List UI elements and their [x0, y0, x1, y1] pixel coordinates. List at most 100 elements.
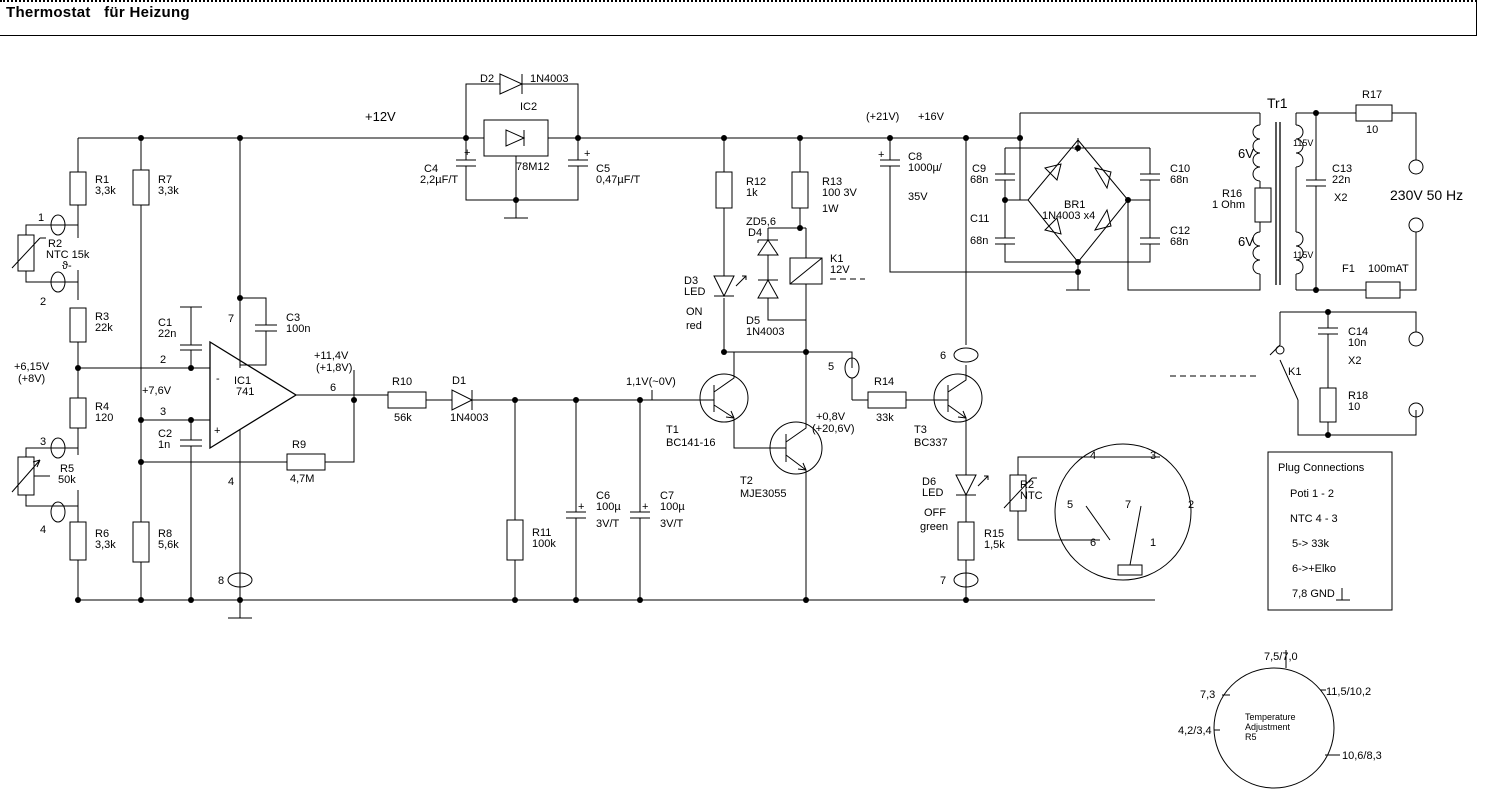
regulator-ic2 [483, 119, 549, 157]
label-r1: R1 [95, 174, 109, 186]
temperature-dial [1213, 667, 1335, 789]
label-t1: T1 [666, 424, 679, 436]
transistor-t1-leads [700, 352, 775, 449]
value-d5: 1N4003 [746, 326, 785, 338]
label-r11: R11 [532, 527, 551, 539]
label-c3: C3 [286, 312, 300, 324]
capacitor-c1 [180, 307, 202, 368]
label-r18: R18 [1348, 390, 1368, 402]
power-r13: 1W [822, 203, 839, 215]
ntc-r2-plug-arrow [1003, 477, 1037, 509]
value-r10: 56k [394, 412, 412, 424]
label-secondary-1: 6V [1238, 146, 1254, 161]
wire-r5 [25, 447, 78, 507]
legend-item-4: 6->+Elko [1292, 563, 1336, 575]
label-t2: T2 [740, 475, 753, 487]
resistor-r13 [791, 171, 809, 209]
value-r5: 50k [58, 474, 76, 486]
opamp-plus: + [214, 425, 220, 437]
wire-d2-bypass [465, 83, 579, 138]
pin-label-4: 4 [40, 524, 46, 536]
voltage-emitter: +0,8V [816, 411, 846, 423]
legend-ground-symbol [1336, 588, 1350, 601]
node-r13-bottom [797, 225, 803, 231]
pin-label-2: 2 [40, 296, 46, 308]
wire-regulator-ground [465, 156, 579, 219]
legend-item-3: 5-> 33k [1292, 538, 1329, 550]
value-c8: 1000µ/ [908, 162, 943, 174]
resistor-r12 [715, 171, 733, 209]
mains-terminal-1 [1408, 159, 1424, 175]
label-r5: R5 [60, 463, 74, 475]
value-r2: NTC 15k [46, 249, 90, 261]
din-plug-jumpers [1085, 456, 1160, 576]
transformer-primary [1295, 113, 1304, 290]
value-ic1: 741 [236, 386, 254, 398]
pin-label-5: 5 [828, 361, 834, 373]
node-output [351, 397, 357, 403]
capacitor-c14 [1318, 312, 1338, 435]
plug-pin-2: 2 [1188, 499, 1194, 511]
relay-contact-k1 [1275, 345, 1285, 355]
page-title: Thermostat für Heizung [6, 4, 190, 21]
led-d6 [955, 474, 977, 600]
zener-zd5 [757, 239, 779, 256]
value-ic2: 78M12 [516, 161, 550, 173]
value-r7: 3,3k [158, 185, 179, 197]
value-c9: 68n [970, 174, 988, 186]
node-gnd-2 [138, 597, 144, 603]
value-d2: 1N4003 [530, 73, 569, 85]
c4-plus: + [464, 147, 470, 159]
label-c2: C2 [158, 428, 172, 440]
transistor-t2-leads [775, 352, 807, 600]
opamp-ic1 [209, 340, 298, 450]
node-c2 [188, 417, 194, 423]
plug-pin7-mark [953, 572, 979, 588]
value-t3: BC337 [914, 437, 948, 449]
ntc-r2-arrow [11, 237, 46, 269]
dial-ticks [1214, 650, 1340, 756]
label-tr1: Tr1 [1267, 95, 1288, 111]
resistor-r7 [132, 169, 150, 206]
label-x2-c14: X2 [1348, 355, 1361, 367]
opamp-pin6: 6 [330, 382, 336, 394]
dial-mark-upper-right: 11,5/10,2 [1326, 686, 1371, 698]
voltage-reference: +7,6V [142, 385, 172, 397]
value-c14: 10n [1348, 337, 1366, 349]
label-r4: R4 [95, 401, 109, 413]
pin-label-7: 7 [940, 575, 946, 587]
label-ic2: IC2 [520, 101, 537, 113]
voltage-base-t1: 1,1V(~0V) [626, 376, 676, 388]
transistor-t2-arrow [797, 462, 807, 471]
value-c6-volt: 3V/T [596, 518, 620, 530]
plug-legend-box [1267, 451, 1393, 611]
label-d4: D4 [748, 227, 762, 239]
value-r18: 10 [1348, 401, 1360, 413]
dial-mark-right: 10,6/8,3 [1342, 750, 1382, 762]
node-c13-top [1313, 110, 1319, 116]
c8-plus: + [878, 149, 884, 161]
load-terminal-2 [1408, 402, 1424, 418]
value-t2: MJE3055 [740, 488, 786, 500]
label-zd5: ZD5,6 [746, 216, 776, 228]
pin-label-6: 6 [940, 350, 946, 362]
resistor-r17 [1355, 104, 1393, 122]
label-d5: D5 [746, 315, 760, 327]
transistor-t3 [933, 373, 983, 423]
opamp-pin7: 7 [228, 313, 234, 325]
transistor-t1-arrow [725, 410, 735, 419]
value-c7: 100µ [660, 501, 685, 513]
voltage-output: +11,4V [314, 350, 349, 362]
label-k1-contact: K1 [1288, 366, 1301, 378]
ground-symbol-1 [228, 600, 252, 619]
led-d3-rays [735, 275, 747, 287]
dial-center-line: R5 [1245, 732, 1257, 742]
node-reg-gnd [513, 197, 519, 203]
label-r17: R17 [1362, 89, 1382, 101]
label-r2: R2 [48, 238, 62, 250]
wire-opamp-output [141, 370, 388, 463]
value-br1: 1N4003 x4 [1042, 210, 1095, 222]
value-c4: 2,2µF/T [420, 174, 458, 186]
label-c13: C13 [1332, 163, 1352, 175]
value-r15: 1,5k [984, 539, 1005, 551]
